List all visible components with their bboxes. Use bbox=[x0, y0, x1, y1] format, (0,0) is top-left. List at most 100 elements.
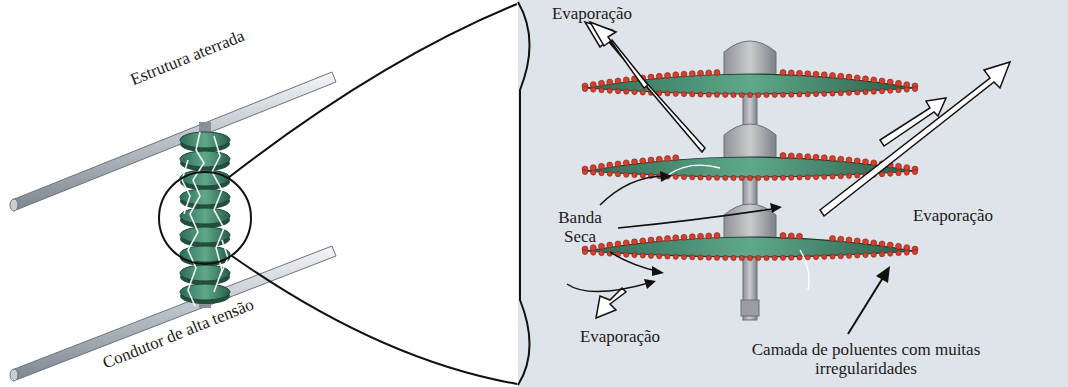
pollutant-dot bbox=[723, 255, 728, 260]
pollutant-dot bbox=[896, 163, 902, 169]
grounded-structure-rod bbox=[10, 72, 336, 211]
pollutant-dot bbox=[640, 158, 646, 164]
pollutant-dot bbox=[714, 175, 719, 180]
pollutant-dot bbox=[747, 255, 752, 260]
pollutant-dot bbox=[846, 90, 851, 95]
pollutant-dot bbox=[780, 233, 786, 239]
pollutant-dot bbox=[656, 236, 662, 242]
pollutant-dot bbox=[599, 80, 605, 86]
pollutant-dot bbox=[854, 75, 860, 81]
pollutant-dot bbox=[714, 233, 720, 239]
pollutant-dot bbox=[756, 92, 761, 97]
pollutant-dot bbox=[747, 92, 752, 97]
pollutant-dot bbox=[863, 76, 869, 82]
pollutant-dot bbox=[896, 243, 902, 249]
pollutant-dot bbox=[673, 254, 678, 259]
pollutant-dot bbox=[632, 89, 637, 94]
pollutant-dot bbox=[665, 156, 671, 162]
pollutant-dot bbox=[871, 252, 876, 257]
pollutant-dot bbox=[887, 79, 893, 85]
pollutant-dot bbox=[855, 90, 860, 95]
pollutant-dot bbox=[673, 174, 678, 179]
pollutant-dot bbox=[879, 89, 884, 94]
pollutant-dot bbox=[780, 70, 786, 76]
insulator-disc bbox=[180, 284, 230, 300]
insulator-pin bbox=[741, 300, 759, 316]
insulator-disc bbox=[585, 74, 915, 94]
pollutant-dot bbox=[863, 89, 868, 94]
dry-band-trace bbox=[668, 165, 720, 175]
pollutant-dot bbox=[623, 160, 629, 166]
pollutant-dot bbox=[805, 71, 811, 77]
pollutant-dot bbox=[615, 241, 621, 247]
pollutant-dot bbox=[822, 174, 827, 179]
pollutant-dot bbox=[681, 234, 687, 240]
pollutant-dot bbox=[854, 238, 860, 244]
pollutant-dot bbox=[714, 70, 720, 76]
pollutant-dot bbox=[805, 255, 810, 260]
pollutant-dot bbox=[648, 74, 654, 80]
flashover-arc bbox=[188, 132, 204, 306]
pollutant-dot bbox=[665, 73, 671, 79]
pollutant-dot bbox=[656, 73, 662, 79]
pollutant-dot bbox=[665, 236, 671, 242]
pollutant-dot bbox=[788, 153, 794, 159]
pollutant-dot bbox=[624, 172, 629, 177]
pollutant-dot bbox=[871, 77, 877, 83]
pollutant-dot bbox=[855, 173, 860, 178]
pollutant-dot bbox=[599, 163, 605, 169]
pollutant-dot bbox=[615, 89, 620, 94]
zoom-line bbox=[232, 256, 517, 384]
pollutant-dot bbox=[591, 170, 596, 175]
detail-panel bbox=[518, 0, 1068, 387]
pollutant-dot bbox=[632, 172, 637, 177]
pollutant-dot bbox=[780, 92, 785, 97]
pollutant-dot bbox=[706, 233, 712, 239]
pollutant-dot bbox=[582, 86, 587, 91]
pollutant-dot bbox=[714, 255, 719, 260]
callout-label: Camada de poluentes com muitas irregular… bbox=[721, 341, 1011, 378]
pollutant-dot bbox=[904, 250, 909, 255]
pollutant-dot bbox=[888, 88, 893, 93]
evaporation-arrow bbox=[585, 22, 1010, 318]
pollutant-dot bbox=[582, 249, 587, 254]
pollutant-dot bbox=[591, 87, 596, 92]
pollutant-dot bbox=[863, 159, 869, 165]
pollutant-dot bbox=[624, 89, 629, 94]
pollutant-dot bbox=[615, 78, 621, 84]
pollutant-dot bbox=[822, 91, 827, 96]
pollutant-dot bbox=[912, 86, 917, 91]
pollutant-dot bbox=[772, 255, 777, 260]
insulator-disc bbox=[180, 208, 230, 224]
pollutant-dot bbox=[838, 174, 843, 179]
pollutant-dot bbox=[789, 175, 794, 180]
pollutant-dot bbox=[690, 175, 695, 180]
pollutant-dot bbox=[690, 92, 695, 97]
pollutant-dot bbox=[739, 92, 744, 97]
pollutant-dot bbox=[599, 88, 604, 93]
pollutant-dot bbox=[846, 157, 852, 163]
pollutant-dot bbox=[846, 237, 852, 243]
pollutant-dot bbox=[714, 92, 719, 97]
insulator-disc bbox=[180, 265, 230, 281]
pollutant-dot bbox=[871, 160, 877, 166]
pollutant-dot bbox=[582, 169, 587, 174]
pollutant-dot bbox=[731, 175, 736, 180]
pollutant-dot bbox=[607, 162, 613, 168]
pollutant-dot bbox=[698, 70, 704, 76]
pollutant-dot bbox=[896, 251, 901, 256]
pollutant-dot bbox=[904, 170, 909, 175]
pollutant-dot bbox=[912, 169, 917, 174]
pollutant-dot bbox=[879, 241, 885, 247]
leader-line bbox=[848, 276, 884, 334]
pollutant-dot bbox=[797, 92, 802, 97]
pollutant-dot bbox=[797, 255, 802, 260]
callout-label: Banda Seca bbox=[545, 209, 615, 246]
zoom-circle bbox=[159, 172, 251, 264]
pollutant-dot bbox=[854, 158, 860, 164]
pollutant-dot bbox=[599, 171, 604, 176]
pollutant-dot bbox=[690, 255, 695, 260]
pollutant-dot bbox=[830, 91, 835, 96]
pollutant-dot bbox=[780, 175, 785, 180]
pollutant-dot bbox=[723, 92, 728, 97]
